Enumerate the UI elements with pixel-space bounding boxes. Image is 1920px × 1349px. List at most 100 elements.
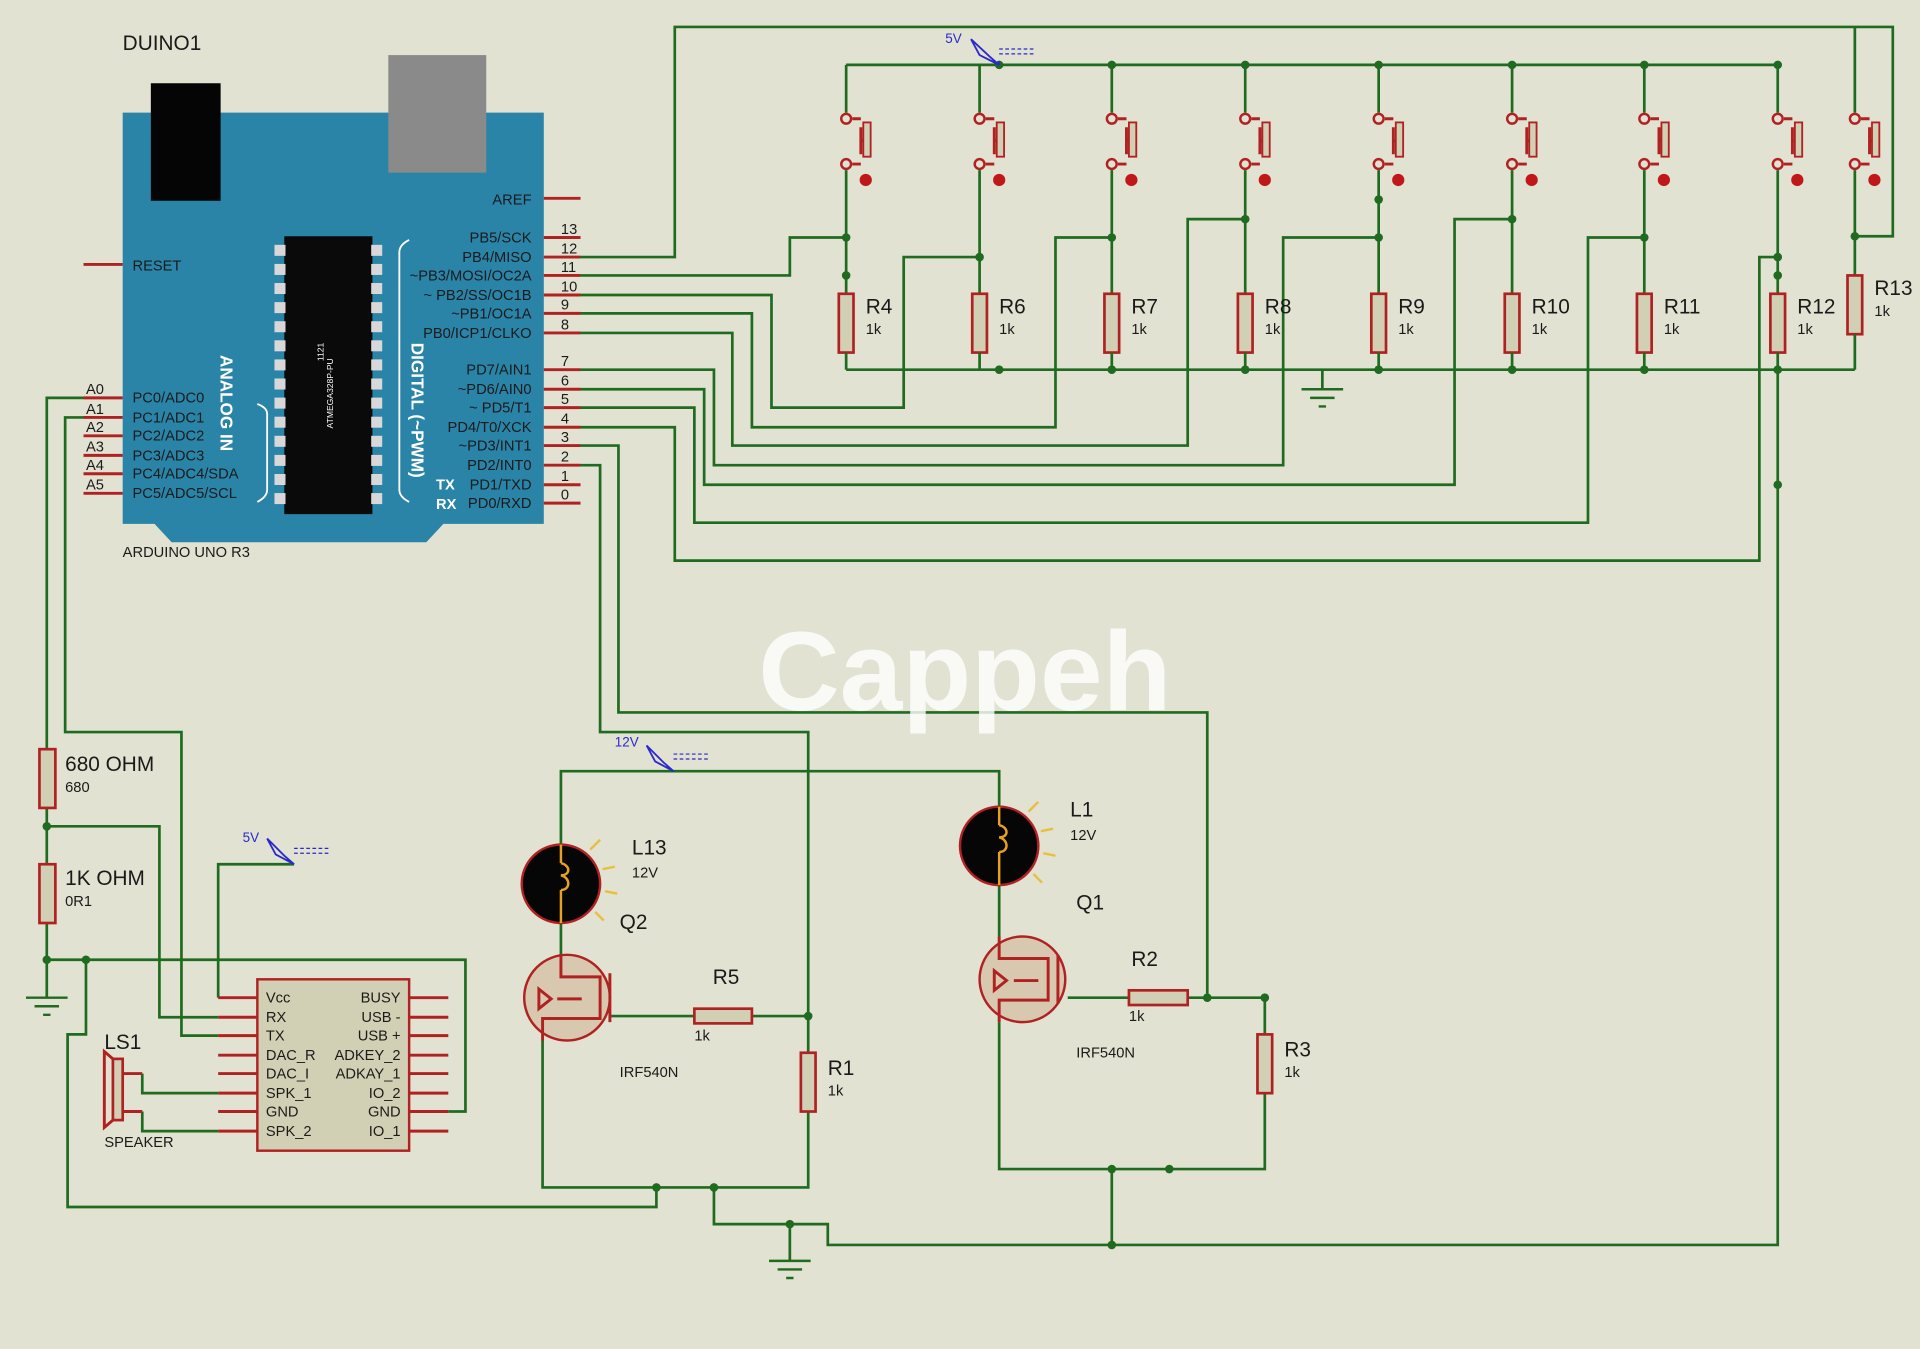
- lamp-rays: [589, 838, 618, 922]
- chip-pin-right: [371, 416, 383, 428]
- resistor-body: [799, 1051, 817, 1113]
- resistor-1k[interactable]: 1K OHM 0R1: [38, 862, 145, 925]
- digital-pin-2[interactable]: PD2/INT0 2: [467, 450, 581, 475]
- pin-number: 11: [561, 260, 576, 276]
- resistor-body: [970, 292, 989, 354]
- analog-in-label: ANALOG IN: [217, 355, 237, 451]
- chip-pin-right: [371, 340, 383, 352]
- chip-pin-right: [371, 397, 383, 409]
- pushbutton-5[interactable]: [1372, 64, 1405, 294]
- power-label: 5V: [945, 31, 961, 46]
- pushbutton-8[interactable]: [1771, 64, 1804, 294]
- pin-number: 6: [561, 374, 569, 390]
- pushbutton-6[interactable]: [1505, 64, 1538, 294]
- switch-contact: [1848, 157, 1861, 171]
- pushbutton-4[interactable]: [1239, 64, 1271, 294]
- digital-pin-5[interactable]: ~ PD5/T15: [469, 392, 581, 417]
- switch-indicator: [1125, 173, 1138, 187]
- pin-name: PC2/ADC2: [132, 429, 204, 445]
- ground-icon: [769, 1259, 811, 1280]
- pushbutton-3[interactable]: [1105, 64, 1138, 294]
- lamp-l13[interactable]: L13 12V: [520, 836, 667, 925]
- switch-button: [1793, 121, 1804, 158]
- arduino-name: ARDUINO UNO R3: [123, 545, 250, 561]
- speaker-ls1[interactable]: LS1 SPEAKER: [102, 1031, 174, 1151]
- pushbutton-1[interactable]: [840, 64, 872, 294]
- pushbutton-7[interactable]: [1638, 64, 1670, 294]
- resistor-r2[interactable]: R2 1k: [1127, 948, 1190, 1025]
- power-12v: 12V: [615, 735, 711, 773]
- switch-button: [1660, 121, 1670, 158]
- pushbutton-9[interactable]: [1848, 26, 1881, 276]
- resistor-body: [1127, 988, 1190, 1007]
- mp3-pin-label: USB +: [358, 1029, 401, 1045]
- resistor-680[interactable]: 680 OHM 680: [38, 747, 154, 810]
- chip-pin-right: [371, 283, 383, 295]
- chip-pin-left: [274, 378, 286, 390]
- resistor-body: [38, 747, 57, 810]
- resistor-ref: R12: [1797, 295, 1835, 318]
- resistor-ref: 1K OHM: [65, 867, 145, 890]
- chip-pin-left: [274, 473, 286, 486]
- resistor-ref: R6: [999, 295, 1026, 318]
- lamp-filament: [559, 844, 570, 923]
- mp3-pin-label: GND: [368, 1104, 401, 1120]
- pushbutton-2[interactable]: [973, 64, 1006, 294]
- speaker-type: SPEAKER: [104, 1135, 173, 1151]
- analog-pins: PC0/ADC0A0PC1/ADC1A1PC2/ADC2A2PC3/ADC3A3…: [83, 382, 239, 503]
- mosfet-type: IRF540N: [620, 1065, 679, 1081]
- resistor-ref: R10: [1532, 295, 1570, 318]
- mp3-pin-label: ADKEY_2: [335, 1048, 401, 1064]
- switch-contact: [1239, 157, 1252, 171]
- mosfet-q1[interactable]: Q1 IRF540N: [978, 892, 1135, 1062]
- arduino-uno[interactable]: DUINO1 ATMEGA328P-PU 1121 ANALOG IN DIGI…: [83, 32, 581, 561]
- power-5v-mp3: 5V: [243, 830, 329, 866]
- resistor-r5[interactable]: R5 1k: [693, 966, 754, 1045]
- mosfet-q2[interactable]: Q2 IRF540N: [522, 911, 679, 1081]
- rx-label: RX: [436, 497, 457, 513]
- speaker-ref: LS1: [104, 1031, 141, 1054]
- wire-q2: [541, 922, 810, 1189]
- resistor-body: [693, 1007, 754, 1025]
- lamp-l1[interactable]: L1 12V: [958, 799, 1096, 887]
- wire-pin4: [580, 255, 1778, 563]
- wire-ground-bottom: [712, 369, 1780, 1261]
- resistor-r1[interactable]: R1 1k: [799, 1051, 855, 1113]
- pin-number: 2: [561, 450, 569, 466]
- speaker-leads: [122, 1072, 143, 1113]
- resistor-ref: R5: [713, 966, 740, 989]
- resistor-r3[interactable]: R3 1k: [1256, 1033, 1311, 1095]
- pin-name: PD2/INT0: [467, 458, 531, 474]
- switch-button: [1528, 121, 1538, 158]
